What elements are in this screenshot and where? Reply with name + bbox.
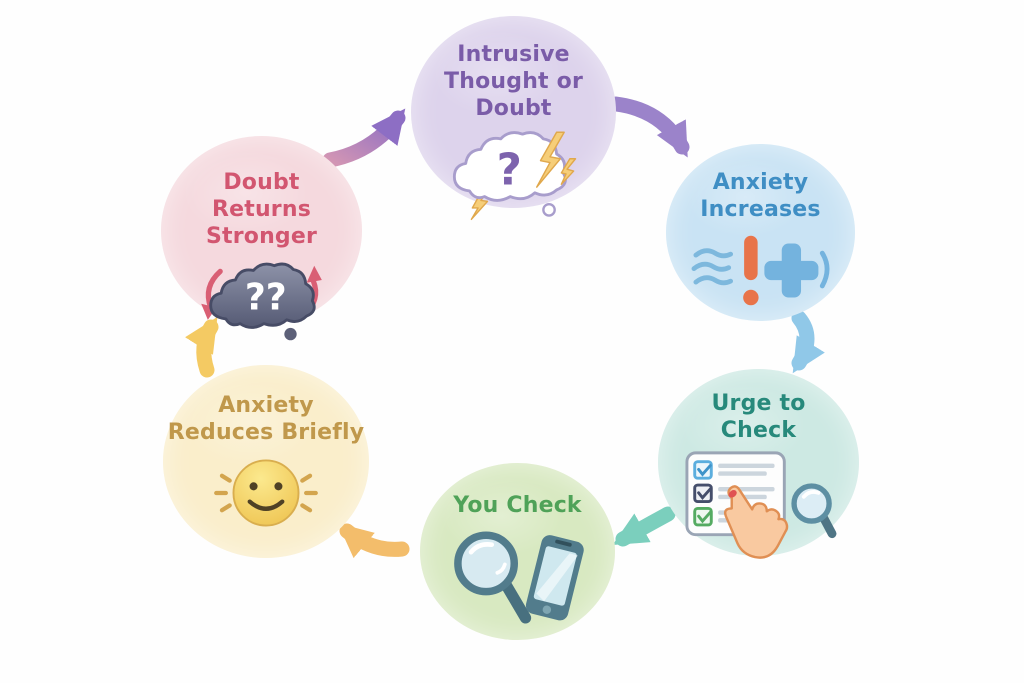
node-doubt-returns: Doubt Returns Stronger [161, 136, 362, 341]
node-urge-to-check: Urge to Check [658, 369, 859, 559]
arrow-reduces-to-doubt [185, 316, 219, 378]
lightning-bolt-icon [535, 132, 565, 189]
shiver-waves-icon [691, 247, 733, 285]
thought-bubble-dot [541, 203, 556, 218]
doubt-cloud-shape [208, 263, 316, 330]
node-intrusive-thought: Intrusive Thought or Doubt ? [411, 16, 616, 221]
node-urge-to-check-label: Urge to Check [711, 391, 806, 443]
pointing-hand-icon [723, 484, 788, 559]
smiley-smile [247, 499, 285, 511]
magnifier-icon [453, 531, 531, 624]
node-you-check-label: You Check [453, 493, 582, 518]
magnifier-icon [790, 482, 836, 538]
smiley-eye [249, 481, 258, 490]
smiley-eye [274, 481, 283, 490]
checkbox-row [692, 459, 775, 480]
lightning-bolt-icon [560, 158, 576, 186]
arrow-anxiety-to-urge [791, 310, 825, 374]
arrow-urge-to-youcheck [612, 506, 676, 547]
sun-rays [214, 473, 318, 513]
smartphone-icon [525, 534, 584, 621]
double-question-glyph: ?? [244, 277, 286, 319]
magnifier-phone-icon [453, 531, 584, 624]
checklist-hand-magnifier-icon [684, 451, 836, 559]
node-intrusive-thought-label: Intrusive Thought or Doubt [444, 42, 583, 121]
node-anxiety-increases: Anxiety Increases [666, 144, 855, 321]
thought-bubble-dot [283, 328, 297, 341]
exclamation-icon [742, 235, 759, 305]
thought-cloud-question-icon: ? [452, 131, 576, 221]
arrow-youcheck-to-reduces [337, 523, 410, 559]
node-you-check: You Check [420, 463, 615, 640]
smiley-face [232, 459, 300, 527]
question-glyph: ? [496, 146, 521, 196]
anxiety-exclamation-cross-icon [691, 235, 829, 305]
node-anxiety-increases-label: Anxiety Increases [700, 170, 821, 222]
doubt-cloud-cycle-icon: ?? [200, 263, 322, 341]
node-doubt-returns-label: Doubt Returns Stronger [205, 170, 318, 249]
node-anxiety-reduces-label: Anxiety Reduces Briefly [167, 393, 365, 445]
medical-cross-icon [763, 243, 829, 298]
arrow-doubt-to-intrusive [322, 108, 406, 168]
smiley-face-rays-icon [214, 459, 318, 527]
node-anxiety-reduces: Anxiety Reduces Briefly [163, 365, 369, 558]
arrow-intrusive-to-anxiety [608, 96, 690, 158]
